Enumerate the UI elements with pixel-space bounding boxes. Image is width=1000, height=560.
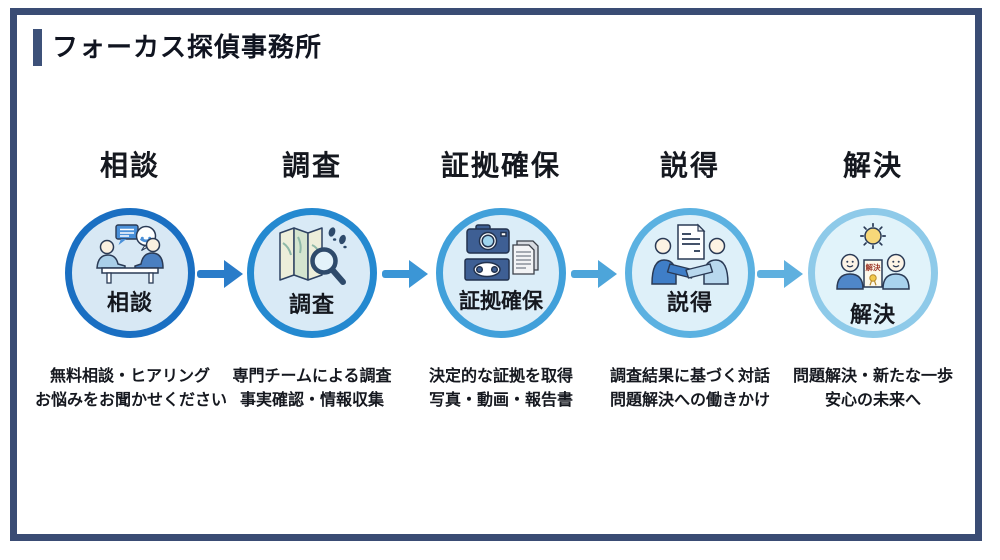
step-description: 問題解決・新たな一歩 安心の未来へ xyxy=(778,365,968,413)
circle-label: 解決 xyxy=(849,302,896,327)
circle-label: 説得 xyxy=(666,290,713,315)
step-description: 決定的な証拠を取得 写真・動画・報告書 xyxy=(406,365,596,413)
desc-line: お悩みをお聞かせください xyxy=(35,392,228,409)
desc-line: 無料相談・ヒアリング xyxy=(49,368,210,385)
circle-label: 調査 xyxy=(288,292,335,317)
step-description: 専門チームによる調査 事実確認・情報収集 xyxy=(217,365,407,413)
arrow-icon xyxy=(757,260,803,288)
arrow-icon xyxy=(571,260,617,288)
page-title: フォーカス探偵事務所 xyxy=(52,32,323,62)
step-circle: 解決 解決 xyxy=(808,208,938,338)
desc-line: 調査結果に基づく対話 xyxy=(609,368,770,385)
step-investigation: 調査 調査 専門チームによる調査 事実確認・情報収集 xyxy=(217,146,407,413)
desc-line: 事実確認・情報収集 xyxy=(239,392,384,409)
investigation-icon xyxy=(279,227,347,285)
resolution-icon: 解決 xyxy=(836,223,910,290)
desc-line: 写真・動画・報告書 xyxy=(428,392,573,409)
title-accent-bar xyxy=(33,29,42,66)
desc-line: 問題解決・新たな一歩 xyxy=(792,368,953,385)
step-circle: 相談 xyxy=(65,208,195,338)
desc-line: 専門チームによる調査 xyxy=(232,368,392,385)
step-circle: 説得 xyxy=(625,208,755,338)
certificate-label: 解決 xyxy=(866,262,881,272)
step-title: 説得 xyxy=(659,150,720,181)
arrow-icon xyxy=(197,260,243,288)
arrow-icon xyxy=(382,260,428,288)
evidence-icon xyxy=(464,224,539,281)
desc-line: 問題解決への働きかけ xyxy=(609,392,770,409)
circle-label: 証拠確保 xyxy=(459,290,543,313)
step-evidence: 証拠確保 xyxy=(406,146,596,413)
step-title: 解決 xyxy=(842,150,903,181)
desc-line: 決定的な証拠を取得 xyxy=(428,368,573,385)
step-title: 証拠確保 xyxy=(440,150,561,181)
step-description: 無料相談・ヒアリング お悩みをお聞かせください xyxy=(35,365,228,413)
step-consultation: 相談 相談 無料相談・ヒアリング お悩みをお聞かせください xyxy=(35,146,228,413)
step-persuasion: 説得 説得 調査結果に基づく対話 問題解決への働きかけ xyxy=(595,146,785,413)
step-circle: 調査 xyxy=(247,208,377,338)
step-description: 調査結果に基づく対話 問題解決への働きかけ xyxy=(595,365,785,413)
circle-label: 相談 xyxy=(106,290,153,315)
step-title: 相談 xyxy=(99,150,160,181)
step-resolution: 解決 解決 解 xyxy=(778,146,968,413)
consultation-icon xyxy=(96,224,164,284)
header: フォーカス探偵事務所 xyxy=(33,29,322,66)
desc-line: 安心の未来へ xyxy=(824,392,921,409)
step-circle: 証拠確保 xyxy=(436,208,566,338)
persuasion-icon xyxy=(651,223,729,285)
step-title: 調査 xyxy=(281,150,342,181)
